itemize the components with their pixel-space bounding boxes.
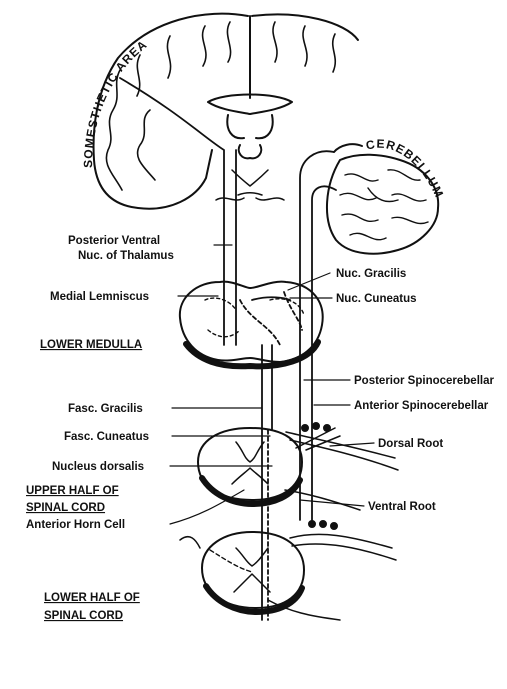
ventral-root-label: Ventral Root xyxy=(368,501,436,513)
medulla-outline xyxy=(180,282,323,362)
lower-grey-matter xyxy=(234,548,270,592)
medulla-shadow xyxy=(186,342,318,366)
lower-medulla-title: LOWER MEDULLA xyxy=(40,339,142,351)
anterior-spinocerebellar-label: Anterior Spinocerebellar xyxy=(354,400,489,412)
upper-half-title-2: SPINAL CORD xyxy=(26,502,105,514)
brain-section xyxy=(94,14,358,209)
lower-half-title-2: SPINAL CORD xyxy=(44,610,123,622)
lower-half-title-1: LOWER HALF OF xyxy=(44,592,140,604)
lower-medulla-section xyxy=(180,282,323,367)
fasciculus-tracts xyxy=(252,297,290,620)
gyri-left xyxy=(106,22,230,190)
fasc-cuneatus-label: Fasc. Cuneatus xyxy=(64,431,149,443)
nuc-gracilis-label: Nuc. Gracilis xyxy=(336,268,406,280)
cerebellar-peduncle xyxy=(334,144,362,152)
brainstem-mark xyxy=(216,198,284,200)
nuc-cuneatus-label: Nuc. Cuneatus xyxy=(336,293,417,305)
dorsal-root-label: Dorsal Root xyxy=(378,438,443,450)
lower-spinal-cord xyxy=(180,521,396,620)
nucleus-dorsalis-label: Nucleus dorsalis xyxy=(52,461,144,473)
cerebellum-label: CEREBELLUM xyxy=(365,137,447,200)
spinocerebellar-tract-anterior xyxy=(312,186,336,520)
thalamus-detail xyxy=(232,170,268,195)
spinocerebellar-tract-posterior xyxy=(300,151,334,520)
lower-cord-dashed-root xyxy=(210,550,252,572)
gyri-right xyxy=(273,22,335,72)
posterior-ventral-label-1: Posterior Ventral xyxy=(68,235,160,247)
posterior-ventral-label-2: Nuc. of Thalamus xyxy=(78,250,174,262)
medial-lemniscus-tract xyxy=(120,78,236,345)
pathway-fibers xyxy=(120,78,336,620)
dorsal-root-lower xyxy=(180,534,396,560)
medial-lemniscus-label: Medial Lemniscus xyxy=(50,291,149,303)
posterior-spinocerebellar-label: Posterior Spinocerebellar xyxy=(354,375,494,387)
fasc-gracilis-label: Fasc. Gracilis xyxy=(68,403,143,415)
upper-half-title-1: UPPER HALF OF xyxy=(26,485,119,497)
ventricles xyxy=(227,115,272,158)
cerebellum-folia xyxy=(340,170,428,240)
anterior-horn-cell-label: Anterior Horn Cell xyxy=(26,519,125,531)
ventral-root-upper xyxy=(285,490,360,510)
